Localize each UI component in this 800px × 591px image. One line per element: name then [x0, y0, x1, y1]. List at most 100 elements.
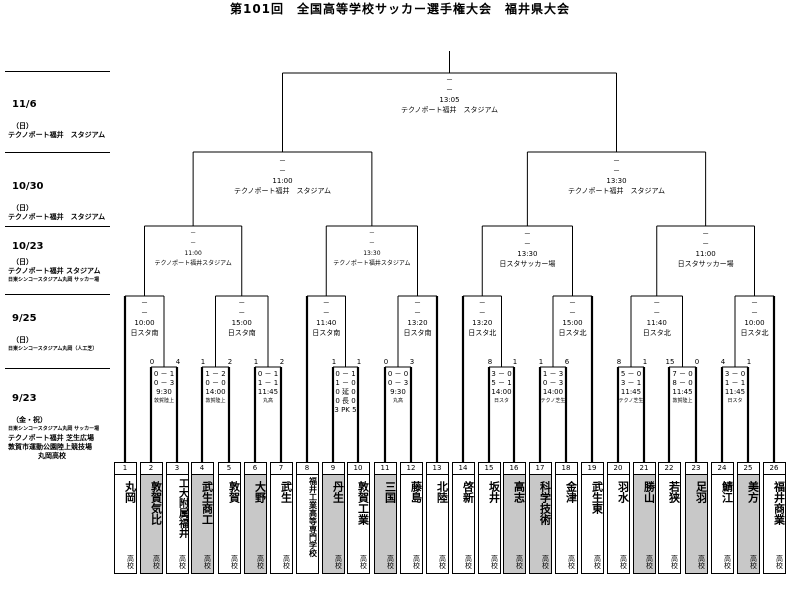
team-number: 9 [322, 463, 344, 475]
team-kind: 高校 [619, 555, 628, 569]
score-right: 2 [227, 358, 233, 366]
match-time: 13:20 [407, 319, 428, 327]
round-date: 11/6 [12, 99, 37, 110]
round-separator [5, 294, 110, 295]
score-right: 6 [564, 358, 570, 366]
team-name: 工大附属福井 [176, 478, 188, 538]
score-line: 0 － 1 [335, 370, 356, 378]
score-line: 14:00 [205, 388, 226, 396]
team-name: 武生東 [590, 481, 604, 514]
match-time: 13:30 [517, 250, 538, 258]
round-label: 11/6 （日）テクノポート福井 スタジアム [8, 98, 118, 140]
score-line: 9:30 [156, 388, 172, 396]
score-line: 0 － 3 [542, 379, 564, 387]
score-line: 0 － 1 [153, 370, 175, 378]
round-venue: テクノポート福井 スタジアム [8, 131, 106, 139]
score-right: 0 [694, 358, 700, 366]
match-card: － － 13:05 テクノポート福井 スタジアム [380, 75, 520, 115]
team-number: 26 [763, 463, 785, 475]
match-venue: 日スタ北 [558, 329, 587, 337]
team-name: 武生商工 [200, 481, 214, 525]
team-name: 丸岡 [123, 481, 137, 503]
match-dash: － [141, 299, 148, 307]
score-right: 4 [175, 358, 181, 366]
match-dash: － [446, 76, 453, 84]
match-time: 10:00 [134, 319, 155, 327]
team-name: 羽水 [616, 481, 630, 503]
team-name: 科学技術 [538, 481, 552, 525]
team-number: 6 [244, 463, 266, 475]
score-line: 7 － 0 [672, 370, 693, 378]
score-left: 8 [487, 358, 493, 366]
team-kind: 高校 [152, 555, 161, 569]
round-venue: テクノポート福井 スタジアム [8, 213, 106, 221]
match-time: 11:00 [272, 177, 293, 185]
team-number: 25 [737, 463, 759, 475]
team-kind: 高校 [438, 555, 447, 569]
match-dash: － [190, 240, 197, 247]
round-venue: テクノポート福井 芝生広場 [8, 434, 95, 442]
match-dash: － [414, 299, 421, 307]
team-kind: 高校 [334, 555, 343, 569]
score-line: 丸高 [262, 398, 273, 404]
score-left: 1 [200, 358, 206, 366]
match-dash: － [190, 230, 197, 237]
score-line: 1 － 0 [335, 379, 356, 387]
match-venue: 日スタ南 [130, 329, 159, 337]
team-kind: 高校 [178, 555, 187, 569]
round-label: 10/23（日）テクノポート福井 スタジアム日東シンコースタジアム丸岡 サッカー… [8, 240, 118, 285]
team-number: 11 [374, 463, 396, 475]
match-venue: テクノポート福井 スタジアム [233, 187, 332, 195]
match-dash: － [446, 86, 453, 94]
match-dash: － [238, 299, 246, 307]
team-name: 鯖江 [720, 481, 734, 503]
score-right: 1 [642, 358, 648, 366]
score-left: 4 [720, 358, 726, 366]
round-venue: 日東シンコースタジアム丸岡 サッカー場 [8, 426, 100, 432]
match-venue: テクノポート福井 スタジアム [400, 106, 499, 114]
match-dash: － [613, 167, 620, 175]
score-line: 9:30 [390, 388, 406, 396]
round-day: （日） [12, 122, 33, 130]
team-name: 敦賀 [227, 481, 241, 503]
match-dash: － [322, 299, 330, 307]
team-number: 1 [114, 463, 136, 475]
team-kind: 高校 [749, 555, 758, 569]
round-day: （日） [12, 204, 33, 212]
score-line: 0 － 1 [257, 370, 279, 378]
round-date: 9/25 [12, 313, 37, 324]
score-line: 0 － 0 [205, 379, 226, 387]
team-name: 美方 [746, 481, 760, 503]
match-time: 13:05 [439, 96, 460, 104]
team-box: 25 美方高校 [736, 462, 760, 574]
match-venue: テクノポート福井 スタジアム [567, 187, 666, 195]
match-dash: － [322, 309, 330, 317]
match-dash: － [569, 309, 576, 317]
score-line: 日スタ [727, 398, 743, 404]
team-kind: 高校 [230, 555, 239, 569]
match-venue: 日スタサッカー場 [499, 260, 556, 268]
team-kind: 高校 [464, 555, 473, 569]
team-number: 24 [711, 463, 733, 475]
score-line: 0 長 0 [335, 397, 356, 405]
team-number: 16 [503, 463, 525, 475]
team-number: 10 [347, 463, 369, 475]
